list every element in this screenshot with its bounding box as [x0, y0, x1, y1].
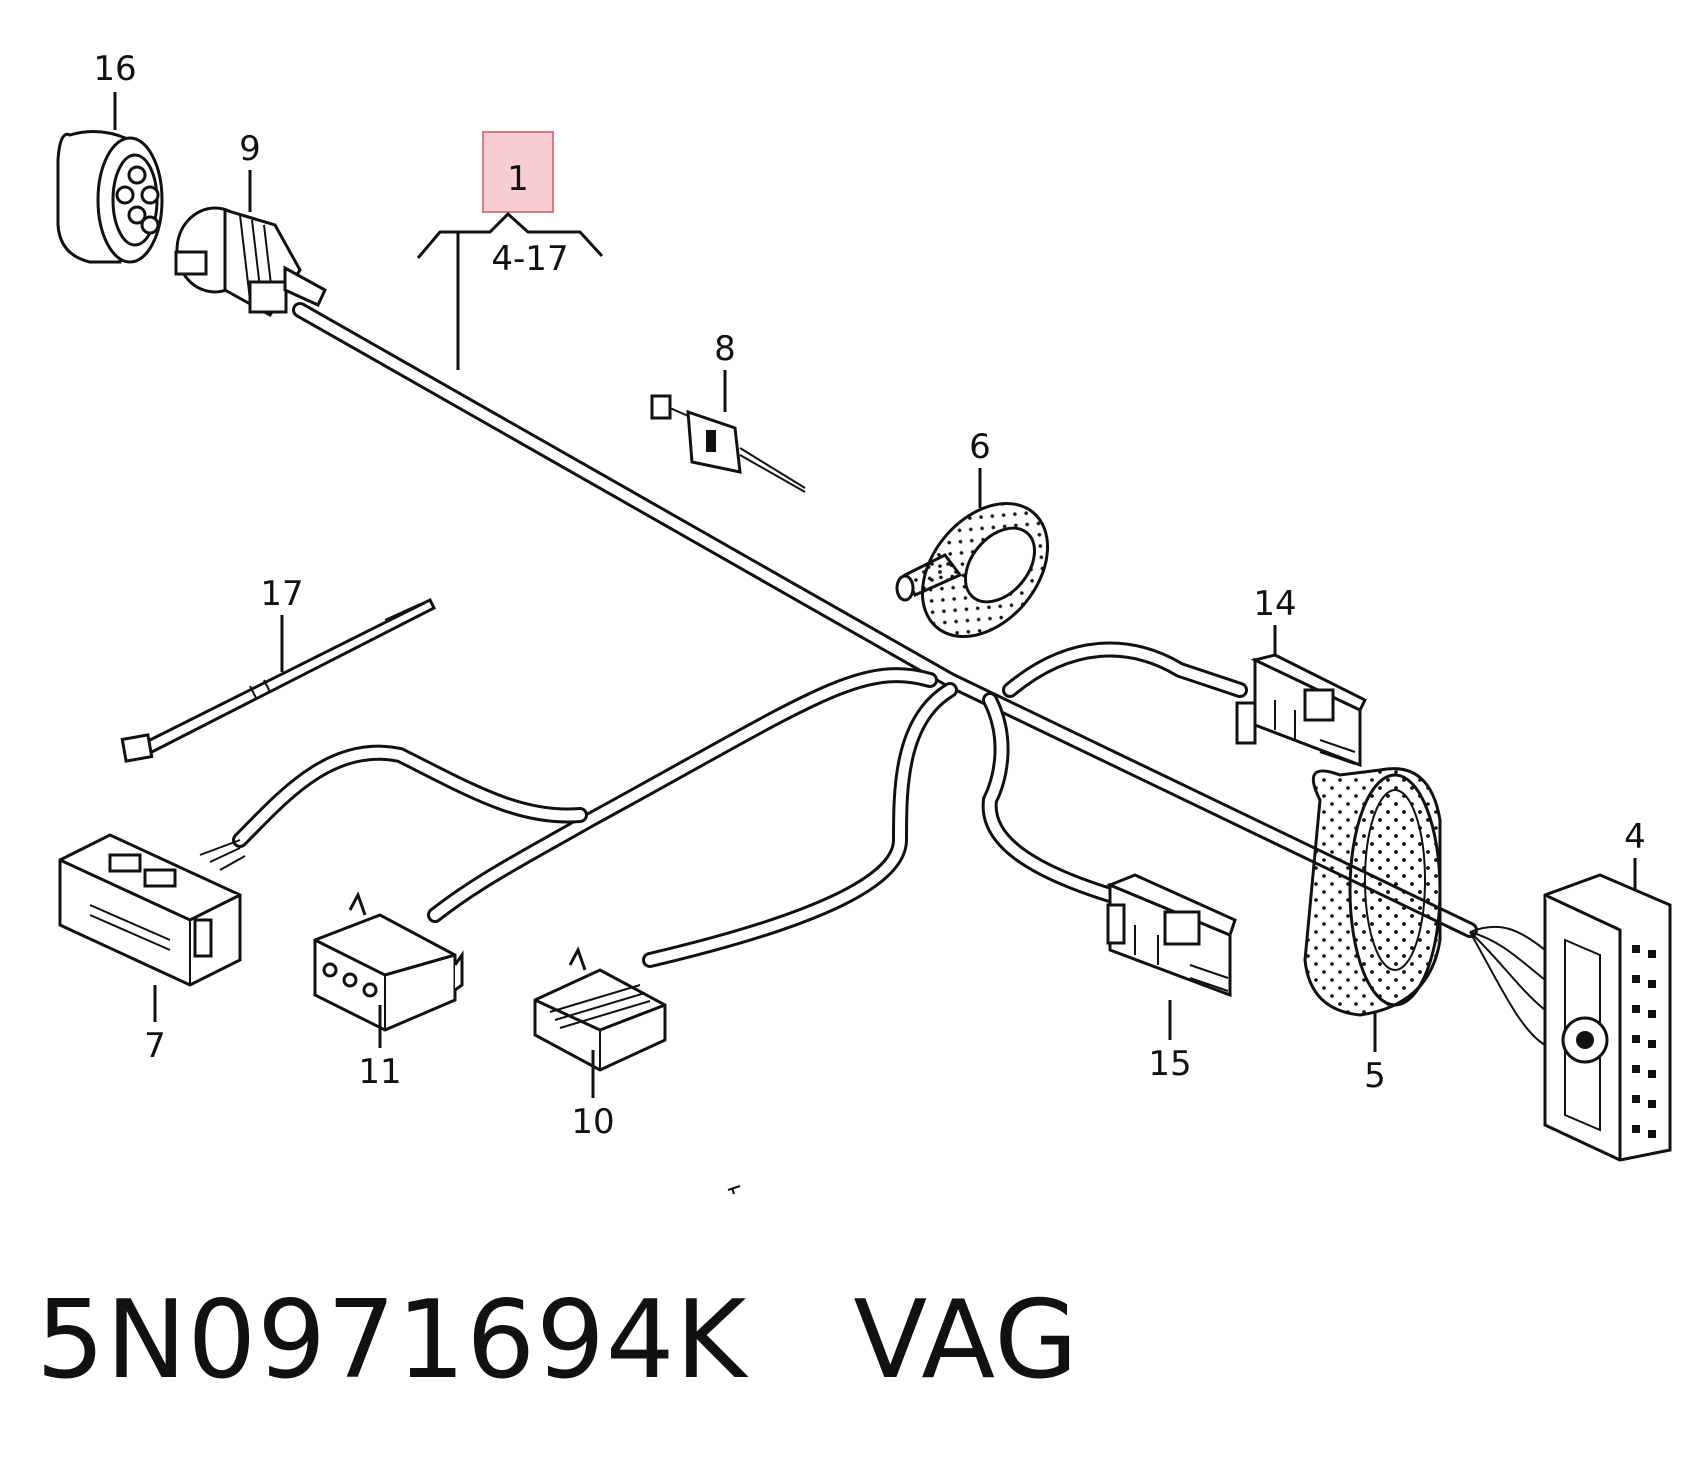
callout-8: 8: [714, 329, 736, 369]
callout-5: 5: [1364, 1056, 1386, 1096]
connector-7: 7: [58, 833, 246, 1066]
callout-range: 4-17: [491, 239, 568, 279]
part-number: 5N0971694K: [36, 1278, 748, 1403]
callout-1: 1: [507, 159, 529, 199]
callout-9: 9: [239, 129, 261, 169]
connector-8: 8: [650, 329, 806, 493]
callout-7: 7: [144, 1026, 166, 1066]
callout-15: 15: [1148, 1044, 1191, 1084]
stray-mark: [727, 1185, 741, 1195]
harness-callout-highlight: [482, 131, 554, 213]
part-number-footer: 5N0971694K VAG: [36, 1278, 1079, 1403]
callout-16: 16: [93, 49, 136, 89]
harness-callout: 1 4-17: [416, 131, 604, 370]
callout-6: 6: [969, 427, 991, 467]
connector-11: 11: [313, 891, 464, 1092]
connector-16: 16: [56, 49, 164, 264]
harness-wires: [232, 302, 1478, 968]
callout-4: 4: [1624, 817, 1646, 857]
callout-11: 11: [358, 1052, 401, 1092]
grommet-6: 6: [895, 427, 1050, 638]
cable-tie-17: 17: [120, 574, 437, 763]
connector-10: 10: [533, 946, 667, 1142]
grommet-5: 5: [1303, 767, 1442, 1096]
connector-4: 4: [1469, 817, 1672, 1162]
brand-name: VAG: [853, 1278, 1079, 1403]
callout-14: 14: [1253, 584, 1296, 624]
callout-17: 17: [260, 574, 303, 614]
connector-9: 9: [174, 129, 327, 317]
connector-15: 15: [1106, 873, 1237, 1084]
callout-10: 10: [571, 1102, 614, 1142]
connector-14: 14: [1235, 584, 1368, 768]
